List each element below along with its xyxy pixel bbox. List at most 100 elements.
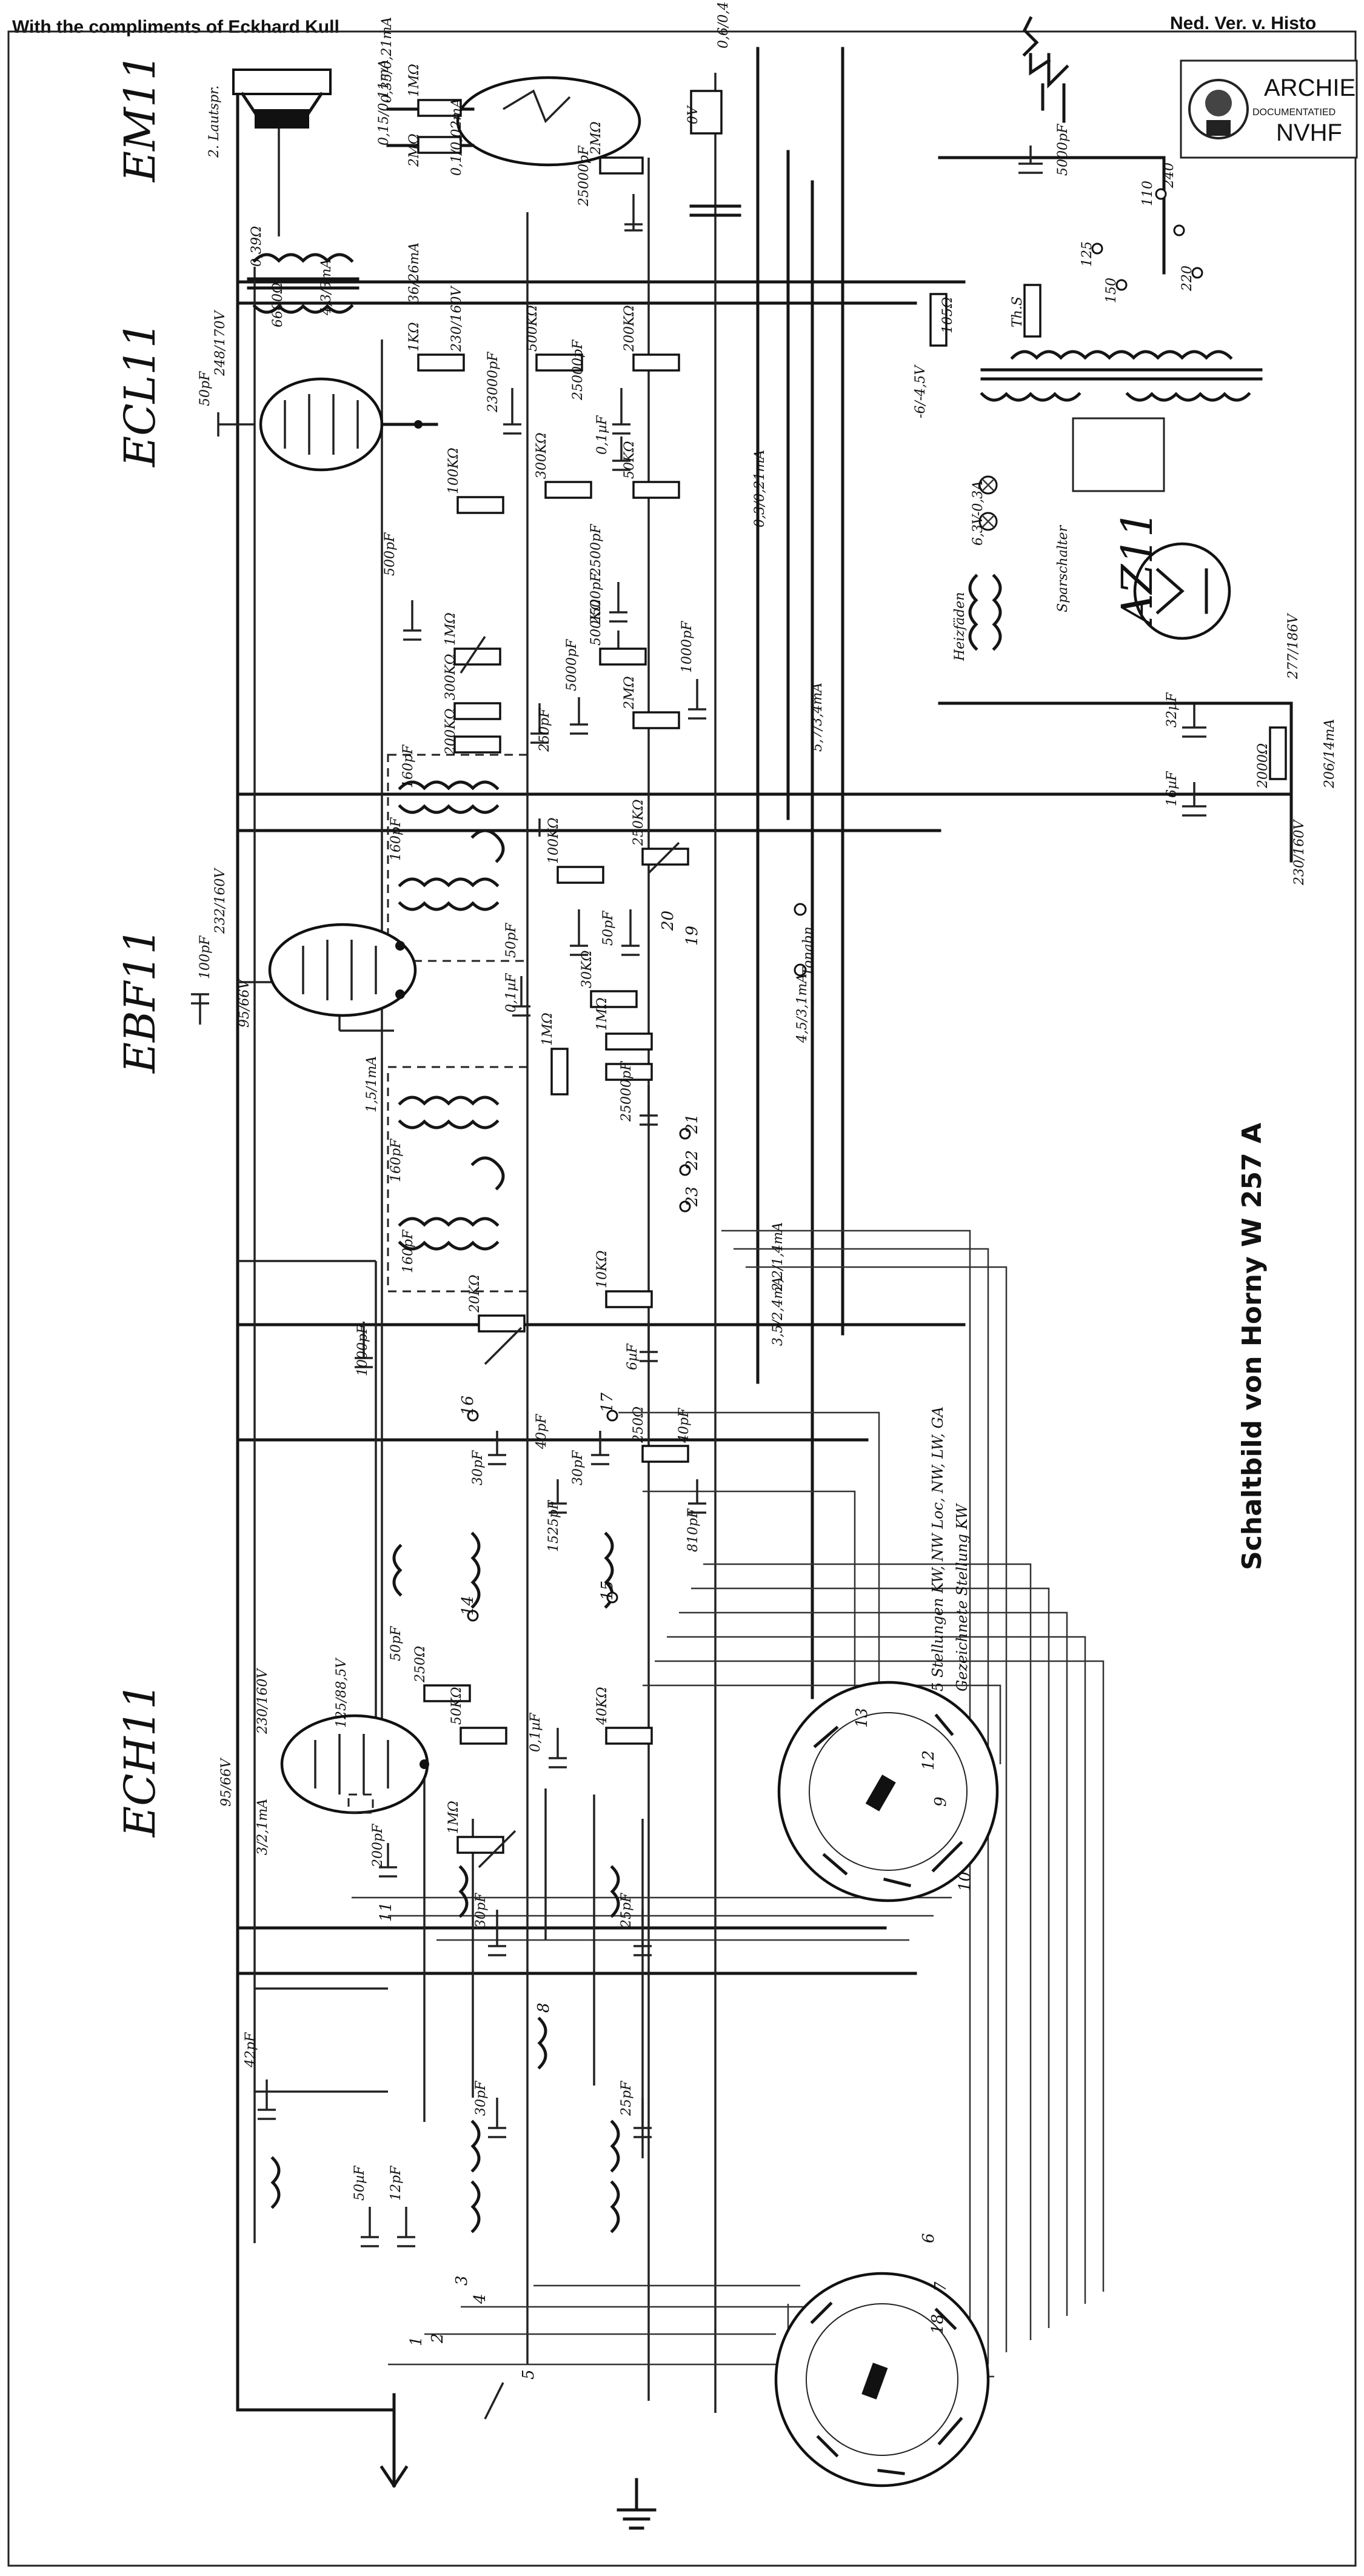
svg-text:206/14mA: 206/14mA <box>1322 719 1337 789</box>
wave-switch-lower <box>774 2272 990 2487</box>
svg-text:16µF: 16µF <box>1165 771 1180 806</box>
svg-text:2500pF: 2500pF <box>589 572 604 625</box>
ech11-tube <box>280 1714 429 1815</box>
tone-control <box>403 582 706 754</box>
ebf11-r30k <box>590 990 638 1008</box>
terminal-number: 15 <box>598 1581 617 1601</box>
terminal-number: 20 <box>659 911 677 931</box>
ech11-stage <box>280 1684 653 1878</box>
ebf11-stage <box>191 923 638 1025</box>
svg-text:32µF: 32µF <box>1165 692 1180 728</box>
svg-text:1MΩ: 1MΩ <box>407 64 422 97</box>
main-wiring <box>236 47 1293 2413</box>
tube-label-ebf11: EBF11 <box>115 928 165 1074</box>
svg-text:40pF: 40pF <box>534 1414 549 1450</box>
terminal-number: 2 <box>429 2333 447 2344</box>
svg-text:5000pF: 5000pF <box>564 639 580 691</box>
svg-text:6600Ω: 6600Ω <box>270 283 286 327</box>
svg-text:248/170V: 248/170V <box>213 310 228 376</box>
svg-text:95/66V: 95/66V <box>237 979 252 1028</box>
svg-text:100KΩ: 100KΩ <box>446 447 461 494</box>
em11-0v-box <box>690 90 723 135</box>
r-105 <box>929 293 948 347</box>
svg-text:25000pF: 25000pF <box>577 146 592 207</box>
svg-text:95/66V: 95/66V <box>219 1758 234 1807</box>
tone-r500k <box>599 647 647 666</box>
svg-text:250pF: 250pF <box>537 708 552 752</box>
svg-text:200KΩ: 200KΩ <box>443 708 458 755</box>
if1-r1m-b <box>605 1063 653 1081</box>
tube-label-ech11: ECH11 <box>115 1682 165 1838</box>
svg-text:Tonabn.: Tonabn. <box>801 922 816 976</box>
terminal-number: 22 <box>683 1150 701 1171</box>
if-transformer-2 <box>387 754 807 977</box>
tube-labels: EM11 ECL11 EBF11 ECH11 AZ11 <box>115 53 1162 1838</box>
svg-text:0V: 0V <box>686 105 701 124</box>
svg-text:1000pF: 1000pF <box>680 621 695 673</box>
svg-text:810pF: 810pF <box>686 1508 701 1552</box>
svg-text:232/160V: 232/160V <box>213 868 228 934</box>
svg-text:36/26mA: 36/26mA <box>407 243 422 303</box>
em11-r2m-b <box>599 156 644 175</box>
if-transformer-1 <box>387 1032 691 1293</box>
svg-text:2MΩ: 2MΩ <box>622 676 637 710</box>
terminal-number: 14 <box>459 1596 477 1616</box>
svg-text:Th.S: Th.S <box>1010 296 1025 327</box>
svg-text:160pF: 160pF <box>401 744 416 788</box>
svg-text:105Ω: 105Ω <box>940 297 955 333</box>
r-2000 <box>1269 726 1287 780</box>
svg-text:230/160V: 230/160V <box>449 286 464 352</box>
det-r100k <box>557 866 604 884</box>
svg-text:0,1µF: 0,1µF <box>504 973 519 1012</box>
ecl11-r1k <box>417 353 465 372</box>
svg-text:30pF: 30pF <box>570 1450 586 1485</box>
svg-text:30pF: 30pF <box>473 2081 489 2116</box>
em11-stage <box>232 69 741 236</box>
terminal-number: 6 <box>920 2233 938 2243</box>
svg-text:277/186V: 277/186V <box>1286 613 1301 680</box>
terminal-number: 8 <box>535 2002 553 2013</box>
tone-r200k <box>453 735 501 754</box>
svg-text:4,5/3,1mA: 4,5/3,1mA <box>795 974 810 1043</box>
terminal-number: 21 <box>683 1114 701 1134</box>
svg-text:0,35/0,21mA: 0,35/0,21mA <box>379 17 395 103</box>
svg-text:220: 220 <box>1180 266 1195 292</box>
svg-text:300KΩ: 300KΩ <box>443 654 458 700</box>
svg-text:160pF: 160pF <box>389 1139 404 1182</box>
svg-text:0,1µF: 0,1µF <box>595 415 610 455</box>
svg-text:50µF: 50µF <box>352 2166 367 2201</box>
svg-text:10KΩ: 10KΩ <box>595 1250 610 1288</box>
ecl11-tube <box>259 377 384 472</box>
wave-switch-upper <box>777 1681 999 1902</box>
osc-r250 <box>641 1445 689 1463</box>
svg-text:0,6/0,4 mA: 0,6/0,4 mA <box>716 0 731 49</box>
svg-text:3,5/2,4mA: 3,5/2,4mA <box>771 1277 786 1346</box>
svg-text:1KΩ: 1KΩ <box>407 322 422 352</box>
ecl11-r200k <box>632 353 680 372</box>
rf-input-section <box>258 1865 657 2530</box>
svg-text:2000Ω: 2000Ω <box>1255 743 1271 789</box>
svg-text:0,39Ω: 0,39Ω <box>249 226 264 267</box>
svg-text:1,5/1mA: 1,5/1mA <box>364 1056 379 1112</box>
antenna-arrow <box>379 2465 409 2488</box>
svg-text:2. Lautspr.: 2. Lautspr. <box>207 85 222 158</box>
power-supply <box>929 16 1293 863</box>
terminal-number: 11 <box>377 1902 395 1922</box>
ech11-r250 <box>423 1684 471 1702</box>
oscillator-section <box>355 1290 706 1622</box>
svg-text:25000pF: 25000pF <box>570 340 586 401</box>
terminal-number: 1 <box>407 2336 426 2346</box>
logo-line1: ARCHIE <box>1264 75 1356 101</box>
ecl11-r500k <box>535 353 583 372</box>
ech11-r40k <box>605 1727 653 1745</box>
svg-text:230/160V: 230/160V <box>1292 819 1307 886</box>
svg-text:1000pF: 1000pF <box>355 1324 370 1376</box>
svg-text:50pF: 50pF <box>504 923 519 958</box>
osc-r20k <box>478 1314 526 1333</box>
svg-text:1525pF: 1525pF <box>546 1500 561 1552</box>
svg-text:110: 110 <box>1140 181 1155 206</box>
svg-text:40pF: 40pF <box>677 1408 692 1444</box>
svg-text:30KΩ: 30KΩ <box>580 950 595 988</box>
svg-text:500pF: 500pF <box>383 532 398 576</box>
svg-text:500KΩ: 500KΩ <box>589 599 604 646</box>
